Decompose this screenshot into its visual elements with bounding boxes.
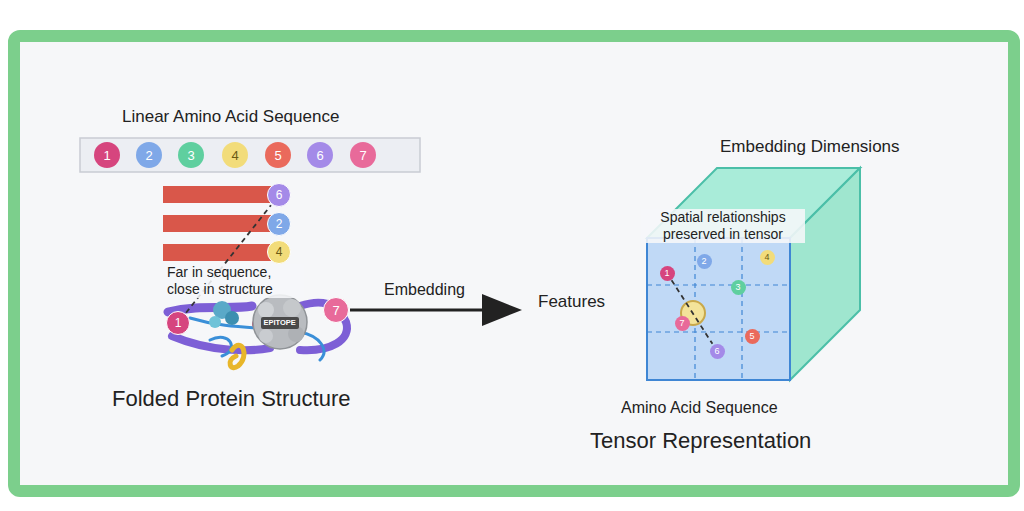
tensor-point: 6 [710,344,725,359]
tensor-note: Spatial relationships preserved in tenso… [641,209,805,243]
node-text: 4 [764,253,769,262]
axis-label: Embedding Dimensions [720,137,900,157]
axis-label: Amino Acid Sequence [621,398,778,417]
tensor-point: 1 [660,266,675,281]
node-text: 5 [274,149,281,162]
structure-residue: 4 [267,240,291,264]
sequence-residue: 6 [307,142,333,168]
sequence-heading: Linear Amino Acid Sequence [122,107,339,127]
dashed-connector [672,280,713,344]
beta-strands [163,186,275,261]
panel-title: Folded Protein Structure [112,386,350,412]
tensor-point: 7 [675,316,690,331]
tensor-point: 5 [745,329,760,344]
green-frame [14,36,1014,491]
node-text: 7 [332,304,339,317]
node-text: 6 [316,149,323,162]
node-text: 3 [735,283,740,292]
panel-title: Tensor Representation [590,428,811,454]
node-text: 6 [714,347,719,356]
node-text: 4 [231,149,238,162]
node-text: 2 [276,218,283,230]
structure-note: Far in sequence, close in structure [165,264,304,298]
sequence-residue: 5 [265,142,291,168]
node-text: EPITOPE [264,319,296,327]
tensor-point: 2 [697,254,712,269]
node-text: 1 [664,269,669,278]
structure-residue: 6 [267,183,291,207]
sequence-bar [80,138,420,172]
node-text: 2 [701,257,706,266]
node-text: 1 [103,149,110,162]
node-text: 1 [175,317,182,329]
tensor-point: 3 [731,280,746,295]
tensor-cube [647,168,860,380]
embedding-arrow [350,294,522,326]
node-text: 6 [276,189,283,201]
node-text: 5 [749,332,754,341]
sequence-residue: 2 [136,142,162,168]
axis-label: Features [538,292,605,312]
epitope-tag: EPITOPE [261,317,299,329]
node-text: 2 [145,149,152,162]
structure-residue: 1 [166,311,190,335]
arrow-label: Embedding [384,280,465,299]
node-text: 7 [359,149,366,162]
sequence-residue: 7 [350,142,376,168]
node-text: 3 [187,149,194,162]
node-text: 7 [679,319,684,328]
structure-residue: 2 [267,212,291,236]
sequence-residue: 4 [222,142,248,168]
epitope-blob [253,295,307,349]
sequence-residue: 1 [94,142,120,168]
tensor-point: 4 [760,250,775,265]
sequence-residue: 3 [178,142,204,168]
node-text: 4 [276,246,283,258]
structure-residue: 7 [323,297,349,323]
